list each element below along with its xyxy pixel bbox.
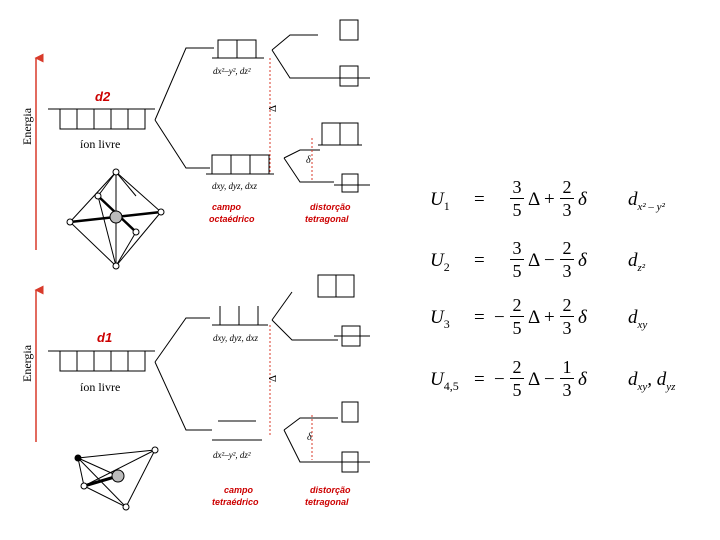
delta-sym: Δ <box>528 307 541 328</box>
equals-sign: = <box>474 369 485 390</box>
ion-label-bottom: d1 <box>97 330 112 345</box>
orbital-label: dx² – y² <box>628 189 665 213</box>
sign: − <box>494 369 505 390</box>
upper-orbitals: dx²–y², dz² <box>213 66 251 76</box>
orbital-label: dz² <box>628 250 646 274</box>
field-label-bottom-2: tetraédrico <box>212 497 259 507</box>
lower-orbitals-bottom: dx²–y², dz² <box>213 450 251 460</box>
distortion-label-bottom: distorção <box>310 485 351 495</box>
bottom-panel: Energia d1 íon livre dxy, dyz, dxz dx²–y… <box>20 274 370 511</box>
ion-label: d2 <box>95 89 111 104</box>
field-label-bottom: campo <box>224 485 254 495</box>
mid-op: + <box>544 189 555 210</box>
orbital-label: dxy, dyz <box>628 369 676 393</box>
free-ion-label: íon livre <box>80 137 120 151</box>
small-delta-sym: δ <box>578 250 587 271</box>
equals-sign: = <box>474 307 485 328</box>
equation-lhs: U4,5 <box>430 369 459 393</box>
equals-sign: = <box>474 189 485 210</box>
distortion-label-2: tetragonal <box>305 214 349 224</box>
distortion-label: distorção <box>310 202 351 212</box>
delta-symbol: Δ <box>267 105 279 112</box>
top-panel: Energia d2 íon livre dx²–y², dz² dxy, dy… <box>20 19 370 270</box>
small-delta-sym: δ <box>578 189 587 210</box>
equals-sign: = <box>474 250 485 271</box>
delta-sym: Δ <box>528 369 541 390</box>
distortion-label-bottom-2: tetragonal <box>305 497 349 507</box>
orbital-label: dxy <box>628 307 648 331</box>
energy-label: Energia <box>20 107 34 145</box>
octahedron-figure <box>66 168 165 270</box>
delta-symbol-bottom: Δ <box>267 375 279 382</box>
energy-label-bottom: Energia <box>20 344 34 382</box>
tetrahedron-figure <box>74 446 159 511</box>
free-ion-boxes <box>48 108 155 130</box>
mid-op: + <box>544 307 555 328</box>
sign: − <box>494 307 505 328</box>
lower-orbitals: dxy, dyz, dxz <box>212 181 257 191</box>
small-delta: δ <box>306 155 311 166</box>
small-delta-bottom: δ <box>307 432 312 443</box>
equation-lhs: U3 <box>430 307 450 331</box>
equation-lhs: U2 <box>430 250 450 274</box>
free-ion-label-bottom: íon livre <box>80 380 120 394</box>
equation-lhs: U1 <box>430 189 450 213</box>
mid-op: − <box>544 369 555 390</box>
delta-sym: Δ <box>528 189 541 210</box>
small-delta-sym: δ <box>578 307 587 328</box>
upper-orbitals-bottom: dxy, dyz, dxz <box>213 333 258 343</box>
delta-sym: Δ <box>528 250 541 271</box>
field-label: campo <box>212 202 242 212</box>
small-delta-sym: δ <box>578 369 587 390</box>
mid-op: − <box>544 250 555 271</box>
field-label-2: octaédrico <box>209 214 255 224</box>
